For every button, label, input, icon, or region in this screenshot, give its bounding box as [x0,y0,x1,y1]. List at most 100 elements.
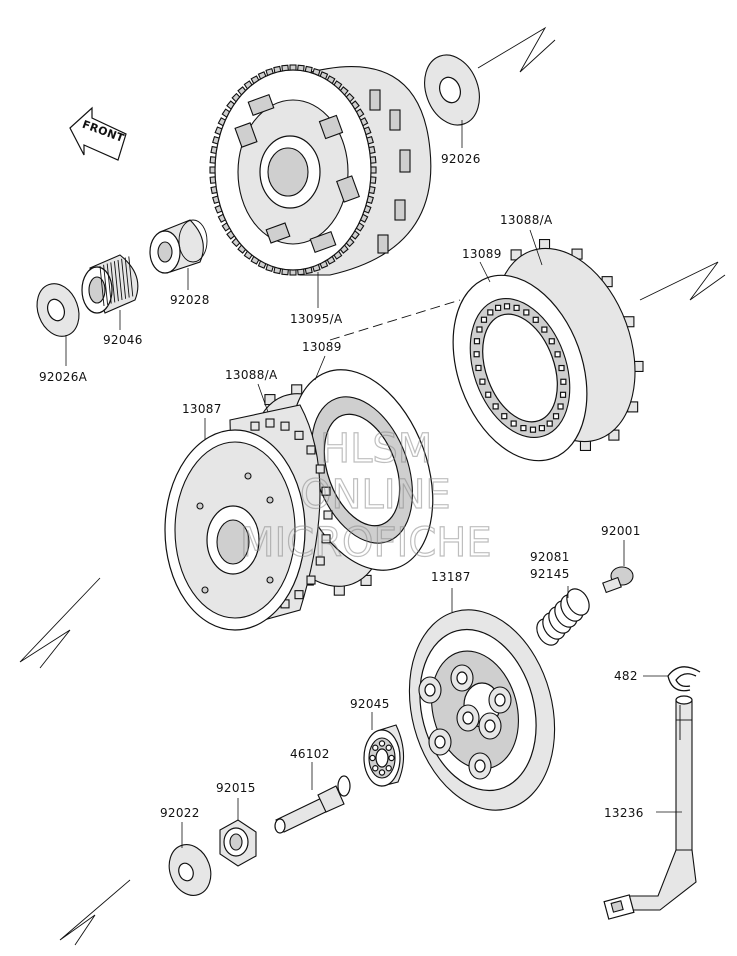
bearing-ball [388,754,395,762]
label-13089-mid: 13089 [302,340,342,354]
spring-coils [536,588,590,646]
bearing-balls [369,740,395,776]
washer-92022-drawing [168,822,212,896]
hub-spline [280,421,290,431]
label-92026a: 92026A [39,370,88,384]
hub-spline [306,445,316,455]
label-13087: 13087 [182,402,222,416]
plate-inner-tooth [487,309,494,316]
label-13089-top: 13089 [462,247,502,261]
bearing-ball [369,754,376,762]
needle-roller [124,257,130,298]
label-13088a-top: 13088/A [500,213,553,227]
label-482: 482 [614,669,638,683]
hub-spline [321,534,331,544]
plate-inner-tooth [501,413,508,420]
needle-roller [106,263,112,304]
plate-inner-tooth [503,303,511,310]
front-arrow: FRONT [69,106,127,161]
hub-spline [306,575,316,585]
label-46102: 46102 [290,747,330,761]
plate-inner-tooth [558,364,565,372]
bearing-ball [378,769,386,776]
hub-spline [294,430,304,440]
plate-inner-tooth [554,351,561,358]
axis-lines [19,26,726,946]
plate-inner-tooth [476,326,483,333]
hub-spline [315,464,325,474]
label-92045: 92045 [350,697,390,711]
needle-roller [113,261,119,302]
label-92015: 92015 [216,781,256,795]
circlip-482-drawing [643,666,701,692]
label-92022: 92022 [160,806,200,820]
plate-inner-tooth [532,316,539,323]
label-92001: 92001 [601,524,641,538]
clutch-hub-13087-drawing [164,404,333,631]
spring-coil [566,588,590,616]
clutch-housing-13095a-drawing [209,64,432,308]
needle-roller [99,265,105,307]
plate-inner-tooth [510,420,517,427]
hub-spline [323,510,333,520]
plate-inner-tooth [548,338,555,345]
needle-rollers [99,256,134,307]
push-rod-46102-drawing [274,762,351,834]
hub-spline [321,486,331,496]
spring-boss-hole [434,735,446,749]
washer-92026-drawing [424,54,480,148]
watermark-line-1: HLSM [320,426,432,472]
release-lever-13236-drawing [603,695,697,920]
plate-inner-tooth [560,378,567,385]
plate-inner-tooth [552,413,560,420]
label-92028: 92028 [170,293,210,307]
plate-inner-tooth [523,309,530,316]
plate-inner-tooth [529,426,537,433]
plates-upper-drawing [452,229,644,462]
needle-roller [121,258,127,299]
plate-inner-tooth [480,316,488,323]
spring-boss-hole [494,693,506,707]
bearing-ball [372,765,379,772]
label-92046: 92046 [103,333,143,347]
plate-inner-tooth [513,304,520,311]
spring-boss-hole [484,719,496,733]
pressure-plate-spring-bosses [418,664,512,780]
part-labels: 92026 13088/A 13089 92028 13095/A 92046 … [39,152,644,820]
spring-boss-hole [474,759,486,773]
plate-inner-tooth [538,425,545,432]
spring-boss-hole [424,683,436,697]
plate-inner-tooth [473,351,480,358]
plate-inner-tooth [557,403,564,410]
plate-inner-tooth [520,425,527,432]
watermark-line-2: ONLINE [300,472,451,518]
plate-inner-tooth [495,304,502,311]
hub-spline [315,556,325,566]
label-92081: 92081 [530,550,570,564]
label-13236: 13236 [604,806,644,820]
pressure-plate-13187-drawing [408,588,556,811]
watermark: HLSM ONLINE MICROFICHE [239,425,492,566]
plate-inner-tooth [546,420,553,427]
needle-bearing-92046-drawing [81,254,139,330]
plate-inner-tooth [475,364,482,372]
label-13095a: 13095/A [290,312,343,326]
hub-spline [265,418,275,428]
bearing-ball [378,740,386,747]
plate-inner-tooth [479,378,486,385]
plate-inner-teeth-upper [473,303,567,433]
washer-92026a-drawing [36,283,80,366]
ball-bearing-92045-drawing [363,712,405,787]
needle-roller [117,259,123,301]
label-13088a-mid: 13088/A [225,368,278,382]
label-92145: 92145 [530,567,570,581]
hub-spline [294,590,304,600]
bearing-ball [385,744,392,751]
plate-inner-tooth [485,391,492,398]
label-92026: 92026 [441,152,481,166]
spring-boss-hole [462,711,474,725]
spring-92081-drawing [536,586,590,646]
plate-inner-tooth [559,391,567,398]
watermark-line-3: MICROFICHE [240,520,492,566]
